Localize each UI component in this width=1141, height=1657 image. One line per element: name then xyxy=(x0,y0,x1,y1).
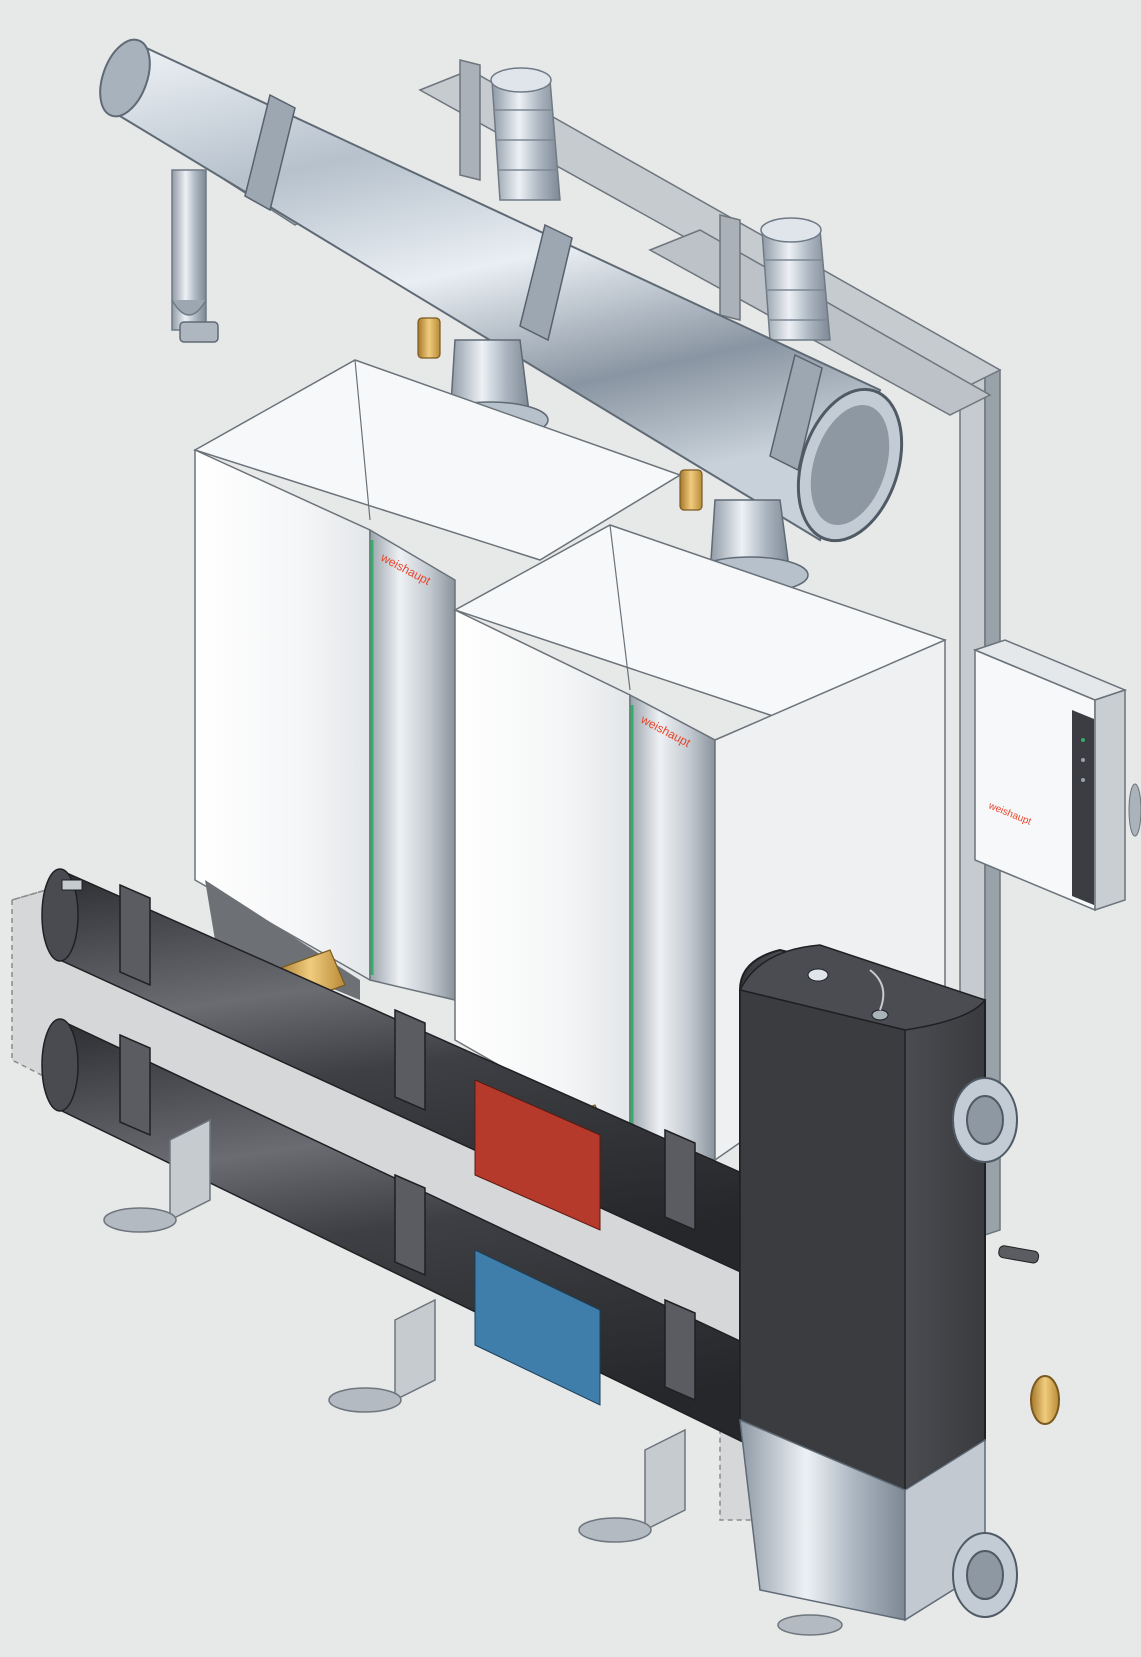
return-color-band xyxy=(474,1249,601,1406)
separator-flanges xyxy=(952,1077,1060,1618)
boiler-right: weishaupt xyxy=(453,524,947,1162)
hydraulic-separator xyxy=(738,944,1060,1636)
pipe-stands xyxy=(103,1118,686,1543)
safety-valve-left xyxy=(417,317,441,359)
flow-pipe-clamps xyxy=(119,883,696,1232)
separator-front xyxy=(739,989,906,1492)
flow-color-band xyxy=(474,1079,601,1231)
control-unit: weishaupt xyxy=(972,639,1141,912)
flue-risers xyxy=(490,67,831,341)
boiler-left: weishaupt xyxy=(193,359,682,1001)
boiler-right-strip xyxy=(629,693,716,1161)
safety-valves xyxy=(417,317,703,511)
control-unit-display xyxy=(1072,710,1094,905)
return-pipe-clamps xyxy=(119,1033,696,1402)
separator-vent xyxy=(807,968,829,982)
safety-valve-right xyxy=(679,469,703,511)
separator-sensor xyxy=(871,1009,889,1021)
flow-header-pipe xyxy=(41,868,781,1292)
flue-header-duct xyxy=(99,38,904,543)
boiler-left-top xyxy=(193,359,682,561)
rack-post-rear xyxy=(459,59,481,181)
rack-post-rear2 xyxy=(719,214,741,321)
flue-riser-right xyxy=(761,229,831,341)
condensate-drain xyxy=(171,169,219,343)
flue-header-inlet xyxy=(99,38,151,118)
flue-collar-bands xyxy=(244,93,823,472)
return-header-pipe xyxy=(41,1018,781,1462)
boiler-left-strip xyxy=(369,528,456,1001)
separator-top xyxy=(738,944,987,1031)
